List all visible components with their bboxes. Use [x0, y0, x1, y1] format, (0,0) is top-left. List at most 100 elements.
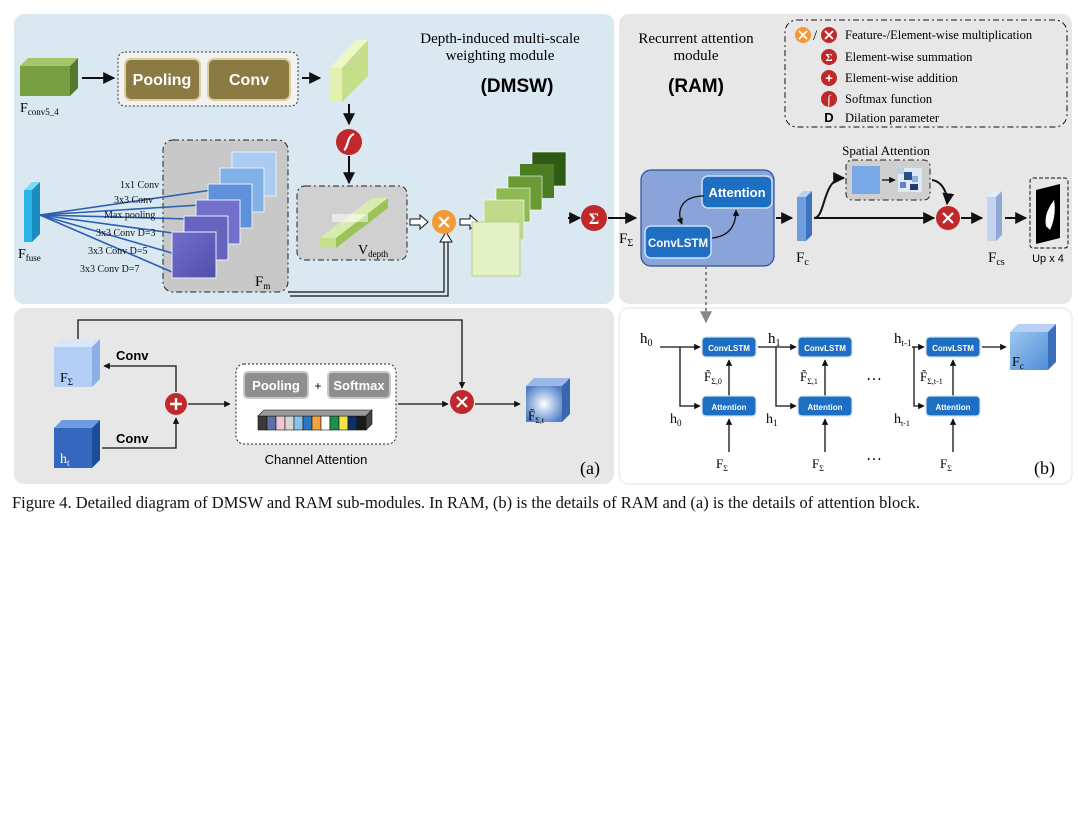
ram-convlstm-label: ConvLSTM — [648, 238, 708, 250]
b-h1-bottom: h1 — [766, 412, 778, 428]
b-h0-top: h0 — [640, 331, 653, 349]
a-output-label: F̃Σ,t — [528, 408, 545, 425]
f-sigma-label: FΣ — [619, 231, 633, 249]
a-fsigma-label: FΣ — [60, 371, 73, 387]
legend-text: Element-wise addition — [845, 71, 959, 85]
a-softmax-label: Softmax — [333, 378, 385, 393]
spatial-attention-label: Spatial Attention — [842, 143, 930, 158]
b-convlstm-label: ConvLSTM — [932, 344, 974, 353]
pooling-label: Pooling — [133, 72, 192, 89]
conv-label: Conv — [229, 72, 269, 89]
figure-caption: Figure 4. Detailed diagram of DMSW and R… — [12, 493, 920, 512]
b-ftt1-label: F̃Σ,t-1 — [920, 369, 943, 386]
vdepth-label: Vdepth — [358, 243, 389, 259]
conv-box — [207, 58, 291, 101]
a-pooling-label: Pooling — [252, 378, 300, 393]
legend-box — [784, 19, 1068, 128]
dmsw-abbr: (DMSW) — [481, 76, 554, 97]
b-h0-bottom: h0 — [670, 412, 682, 428]
b-attention-label: Attention — [935, 403, 970, 412]
svg-text:Σ: Σ — [589, 211, 599, 228]
channel-weight-vector — [257, 409, 373, 431]
ffuse-label: Ffuse — [18, 247, 41, 263]
fc-label: Fc — [796, 250, 809, 268]
a-conv-bottom: Conv — [116, 431, 149, 446]
b-convlstm-0 — [701, 336, 757, 358]
b-convlstm-label: ConvLSTM — [708, 344, 750, 353]
a-fsigma-cube — [54, 339, 100, 387]
legend-text: Softmax function — [845, 92, 933, 106]
a-mult-node — [450, 390, 474, 414]
fcs-label: Fcs — [988, 250, 1005, 268]
branch-label: 3x3 Conv D=7 — [80, 264, 140, 275]
ram-convlstm-box — [644, 225, 712, 259]
ram-attention-box — [701, 175, 773, 209]
legend-symbol: + — [825, 71, 833, 86]
b-attention-0 — [701, 395, 757, 417]
a-softmax-box — [327, 371, 391, 399]
branch-labels: 1x1 Conv 3x3 Conv Max pooling 3x3 Conv D… — [80, 180, 159, 275]
b-h1-top: h1 — [768, 331, 781, 349]
ram-abbr: (RAM) — [668, 76, 724, 97]
dmsw-title-line2: weighting module — [446, 48, 555, 64]
ram-title-line1: Recurrent attention — [638, 31, 754, 47]
legend-symbol: ∫ — [826, 92, 832, 108]
b-convlstm-1 — [797, 336, 853, 358]
summation-node: Σ — [581, 205, 607, 231]
branch-label: 3x3 Conv D=3 — [96, 228, 156, 239]
b-fc-cube — [1010, 324, 1056, 370]
b-ellipsis: … — [866, 367, 882, 384]
a-ht-cube — [54, 420, 100, 468]
dmsw-title-line1: Depth-induced multi-scale — [420, 31, 580, 47]
fm-feature-stack — [171, 151, 277, 279]
fconv54-label: Fconv5_4 — [20, 101, 59, 117]
ram-title-line2: module — [674, 48, 719, 64]
fc-block — [797, 191, 812, 241]
b-ht1-bottom: ht-1 — [894, 412, 910, 428]
weighted-feature-stack — [471, 151, 567, 277]
upsample-label: Up x 4 — [1032, 253, 1064, 265]
b-fc-label: Fc — [1012, 355, 1024, 371]
b-convlstm-label: ConvLSTM — [804, 344, 846, 353]
spatial-attention-map — [898, 168, 922, 192]
channel-attention-label: Channel Attention — [265, 452, 368, 467]
legend-text: Feature-/Element-wise multiplication — [845, 28, 1033, 42]
branch-label: Max pooling — [104, 210, 155, 221]
legend-symbol: D — [824, 110, 833, 125]
depth-weight-vector — [330, 40, 368, 102]
fcs-block — [987, 191, 1002, 241]
a-conv-top: Conv — [116, 348, 149, 363]
pooling-box — [124, 58, 201, 101]
ram-attention-label: Attention — [708, 185, 765, 200]
ffuse-block — [24, 182, 40, 242]
b-fsigma-t: FΣ — [940, 456, 952, 473]
a-plus-label: + — [314, 379, 321, 393]
a-pooling-box — [243, 371, 309, 399]
branch-label: 3x3 Conv — [114, 195, 153, 206]
b-attention-label: Attention — [711, 403, 746, 412]
vdepth-vector — [320, 198, 388, 248]
b-convlstm-t — [925, 336, 981, 358]
b-ht1-top: ht-1 — [894, 331, 912, 348]
b-attention-label: Attention — [807, 403, 842, 412]
branch-lines — [39, 189, 213, 273]
branch-label: 1x1 Conv — [120, 180, 159, 191]
architecture-diagram: Depth-induced multi-scale weighting modu… — [14, 14, 1073, 485]
a-output-cube — [526, 378, 570, 422]
fm-label: Fm — [255, 274, 270, 291]
legend-text: Element-wise summation — [845, 50, 973, 64]
softmax-node — [336, 129, 362, 155]
legend-symbol: Σ — [825, 52, 832, 64]
b-ft1-label: F̃Σ,1 — [800, 369, 818, 386]
b-attention-1 — [797, 395, 853, 417]
b-panel-label: (b) — [1034, 458, 1055, 479]
legend: / Feature-/Element-wise multiplication Σ… — [795, 27, 1033, 125]
b-fsigma-0: FΣ — [716, 456, 728, 473]
legend-text: Dilation parameter — [845, 111, 940, 125]
a-panel-label: (a) — [580, 458, 600, 479]
a-addition-node — [165, 393, 187, 415]
b-attention-t — [925, 395, 981, 417]
a-ht-label: ht — [60, 452, 70, 468]
fconv54-block — [20, 58, 78, 96]
b-fsigma-1: FΣ — [812, 456, 824, 473]
